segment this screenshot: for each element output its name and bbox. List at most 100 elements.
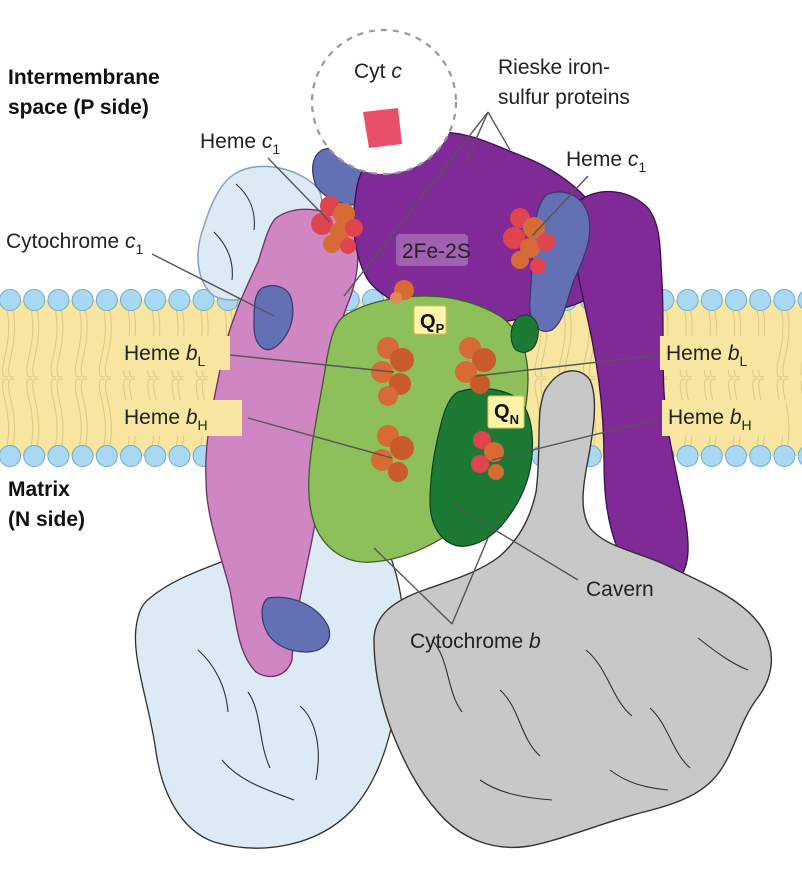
svg-text:QP: QP [420, 311, 445, 336]
lipid-tail [32, 310, 40, 378]
heme-bl-left-label: Heme bL [124, 342, 206, 369]
leader-heme-bl-left [229, 354, 395, 373]
heme-bh-right-label: Heme bH [668, 406, 752, 433]
lipid-tail [74, 310, 82, 378]
lipid-head [749, 445, 772, 467]
leader-cytochrome-b-b [451, 537, 489, 625]
heme-bl-right-label-background [660, 336, 772, 370]
lipid-tail [98, 310, 106, 378]
lipid-head [47, 445, 70, 467]
lipid-tail [776, 310, 784, 378]
heme-bh-left-molecule [371, 425, 414, 482]
fes-label-group: 2Fe-2S [396, 234, 471, 266]
n-side-label-line1: Matrix [8, 478, 70, 501]
lipid-tail [74, 378, 82, 446]
leader-heme-bh-left [247, 417, 393, 459]
heme-bh-right-label-background [662, 400, 786, 436]
heme-c1-right-label: Heme c1 [566, 148, 646, 175]
p-side-label-line2: space (P side) [8, 96, 149, 119]
protein-complex [134, 131, 773, 849]
lipid-head [168, 445, 191, 467]
cyt-c-square [363, 108, 402, 148]
heme-bl-right-molecule [455, 337, 496, 394]
lipid-tail [80, 378, 88, 446]
heme-bl-left-molecule [371, 337, 414, 406]
cyt-c-dashed-outline [310, 28, 458, 176]
qn-site-label: QN [487, 395, 525, 429]
lipid-tail [2, 310, 10, 378]
lipid-head [749, 289, 772, 311]
heme-bl-right-label: Heme bL [666, 342, 748, 369]
leader-rieske-a [465, 111, 489, 163]
svg-text:QN: QN [494, 401, 519, 427]
leader-cytochrome-b-a [373, 547, 453, 625]
leader-heme-c1-left [267, 157, 331, 223]
lipid-head [144, 289, 167, 311]
lipid-head [773, 289, 796, 311]
lipid-head [120, 445, 142, 467]
lipid-tail [32, 378, 40, 446]
lipid-head [797, 447, 802, 465]
rieske-label-line2: sulfur proteins [498, 86, 630, 109]
lipid-head [71, 445, 94, 467]
heme-bl-left-label-background [118, 336, 230, 370]
heme-c1-right-molecule [503, 208, 555, 274]
lipid-tail [50, 310, 58, 378]
lipid-tail [26, 378, 34, 446]
lipid-head [676, 289, 699, 311]
lipid-tail [98, 378, 106, 446]
cyt-c-label: Cyt c [354, 60, 402, 83]
lipid-tail [8, 378, 16, 446]
cytochrome-c1-label: Cytochrome c1 [6, 230, 144, 257]
lipid-head [23, 289, 46, 311]
lipid-tail [782, 310, 790, 378]
heme-bh-right-molecule [471, 431, 504, 480]
leader-heme-c1-right [531, 175, 589, 237]
fes-label: 2Fe-2S [402, 240, 471, 263]
leader-lines [151, 111, 663, 625]
lipid-head [47, 289, 70, 311]
lipid-head [192, 289, 215, 311]
lipid-head [95, 289, 118, 311]
lipid-tail [26, 310, 34, 378]
lipid-tail [8, 310, 16, 378]
lipid-tail [56, 378, 64, 446]
n-side-label-line2: (N side) [8, 508, 85, 531]
lipid-tail [80, 310, 88, 378]
lipid-tail [50, 378, 58, 446]
cavern-label: Cavern [586, 578, 654, 601]
lipid-head [700, 445, 723, 467]
leader-heme-bh-right [491, 417, 663, 461]
leader-cavern [451, 503, 579, 581]
lipid-head [71, 289, 94, 311]
heme-bh-left-label: Heme bH [124, 406, 208, 433]
lipid-tail [104, 378, 112, 446]
heme-c1-left-label: Heme c1 [200, 130, 280, 157]
slate-blue-subunit-left [253, 285, 294, 351]
cyt-c-group [310, 28, 458, 176]
lipid-head [0, 289, 21, 311]
lipid-head [120, 289, 142, 311]
lipid-head [168, 289, 191, 311]
lipid-head [797, 291, 802, 309]
heme-bh-left-label-background [118, 400, 242, 436]
lipid-head [95, 445, 118, 467]
lipid-head [700, 289, 723, 311]
p-side-label-line1: Intermembrane [8, 66, 160, 89]
fes-cluster-molecule [390, 280, 414, 304]
lipid-head [725, 445, 747, 467]
lipid-head [773, 445, 796, 467]
qp-site-label: QP [413, 305, 447, 336]
lipid-head [676, 445, 699, 467]
gray-core-subunit [373, 370, 773, 849]
leader-rieske-c [343, 111, 489, 297]
lipid-head [144, 445, 167, 467]
leader-rieske-b [487, 111, 511, 151]
lipid-tail [104, 310, 112, 378]
slate-blue-subunit-bottom-left [261, 596, 331, 653]
leader-heme-bl-right [475, 354, 661, 377]
lipid-head [0, 445, 21, 467]
lipid-head [23, 445, 46, 467]
lipid-head [725, 289, 747, 311]
